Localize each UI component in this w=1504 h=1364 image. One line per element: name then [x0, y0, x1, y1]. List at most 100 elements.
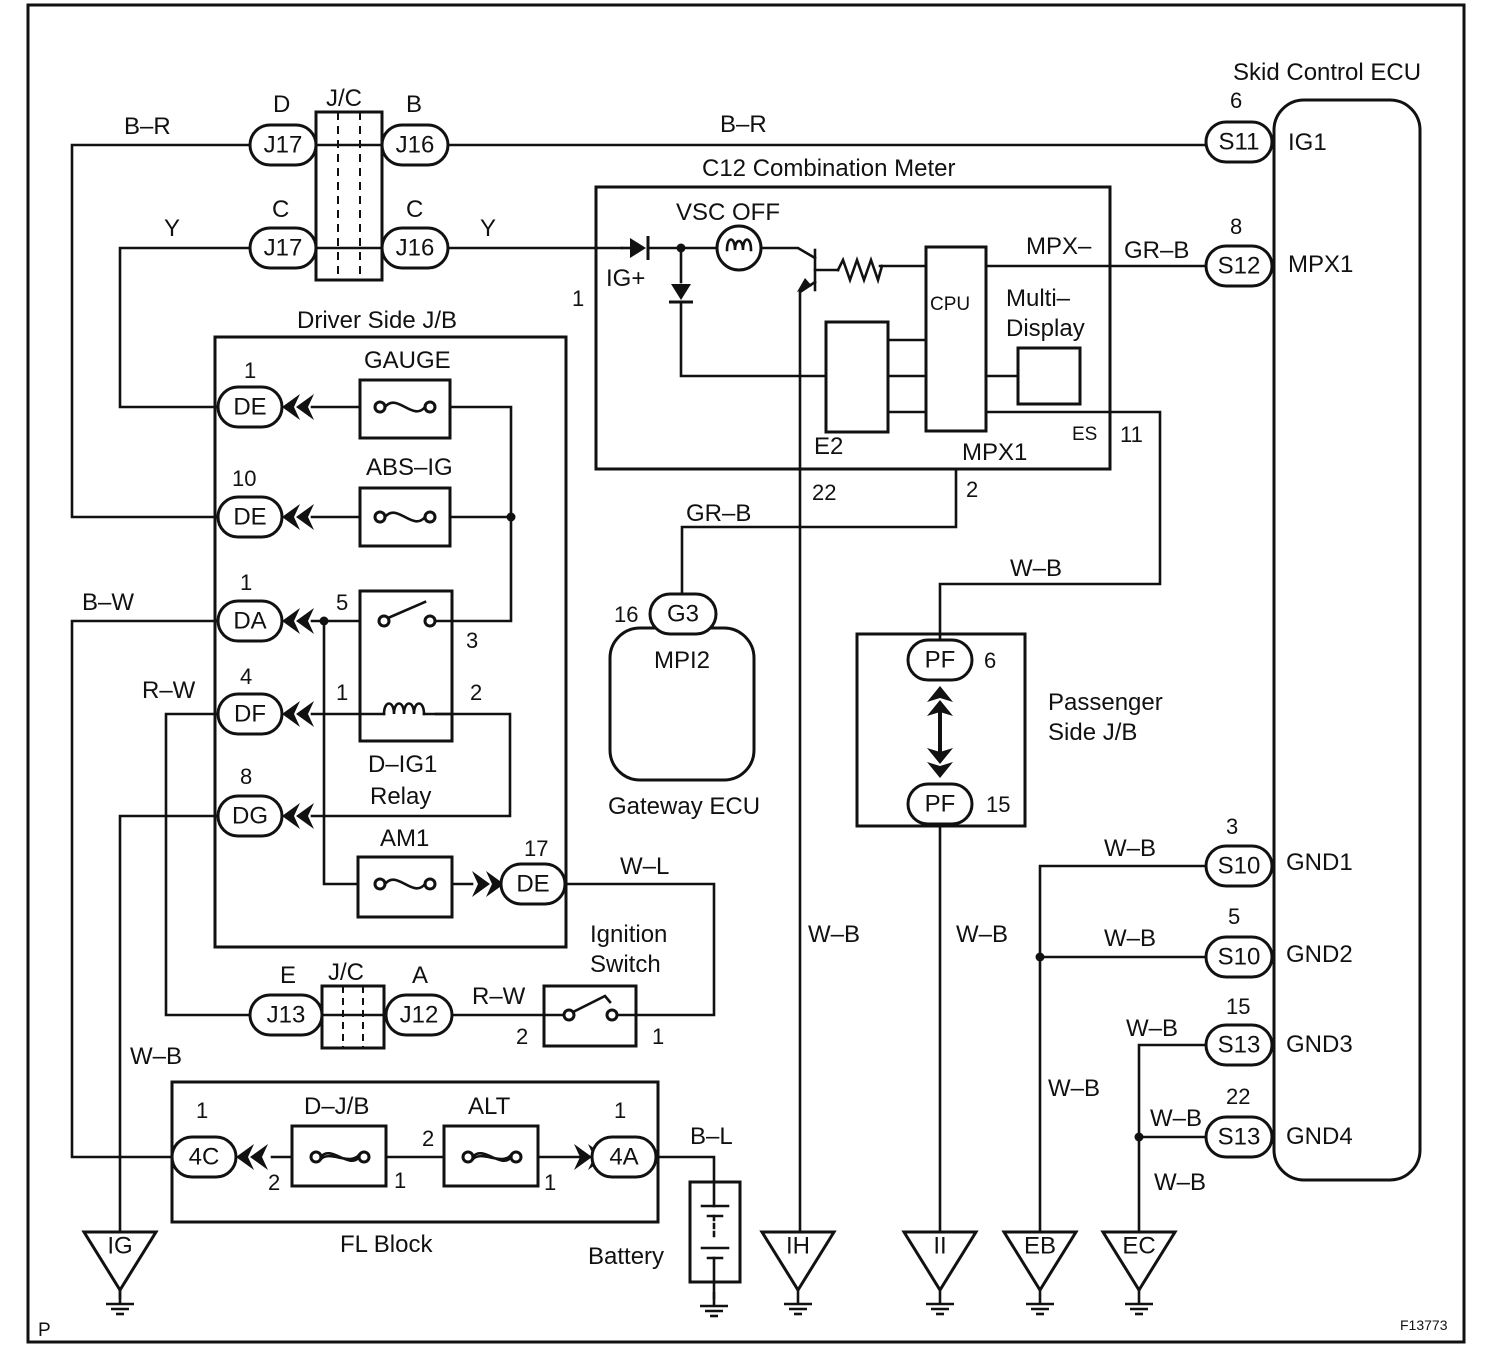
svg-text:15: 15 — [986, 792, 1010, 817]
connector-j16-c: J16 — [380, 226, 450, 270]
connector-s12: S12 — [1204, 244, 1274, 288]
svg-text:1: 1 — [572, 286, 584, 311]
svg-text:CPU: CPU — [930, 294, 970, 315]
svg-text:6: 6 — [1230, 88, 1242, 113]
svg-text:E: E — [280, 962, 296, 989]
svg-text:DE: DE — [233, 504, 266, 531]
svg-text:Battery: Battery — [588, 1243, 664, 1270]
dig1-relay — [358, 589, 454, 743]
svg-text:J16: J16 — [396, 235, 435, 262]
battery-ground-icon — [698, 1290, 730, 1318]
svg-text:DA: DA — [233, 608, 266, 635]
svg-text:Display: Display — [1006, 315, 1085, 342]
pin-numbers: 6 8 3 5 15 22 1 10 1 4 8 17 5 3 1 2 16 6… — [196, 88, 1250, 1195]
svg-text:2: 2 — [268, 1170, 280, 1195]
svg-text:S10: S10 — [1218, 853, 1261, 880]
svg-text:B: B — [406, 91, 422, 118]
svg-text:D–IG1: D–IG1 — [368, 751, 437, 778]
svg-text:S11: S11 — [1219, 129, 1260, 156]
svg-text:2: 2 — [422, 1126, 434, 1151]
svg-text:J16: J16 — [396, 132, 435, 159]
vsc-off-lamp-icon — [715, 224, 763, 272]
connector-j13: J13 — [248, 993, 324, 1037]
ground-ig: IG — [81, 1230, 159, 1316]
corner-label: P — [38, 1320, 51, 1341]
svg-text:J/C: J/C — [326, 85, 362, 112]
vertical-diode — [669, 284, 693, 304]
svg-text:Relay: Relay — [370, 783, 431, 810]
gauge-fuse — [358, 378, 452, 440]
svg-text:8: 8 — [1230, 214, 1242, 239]
connector-j16-b: J16 — [380, 123, 450, 167]
svg-text:B–R: B–R — [720, 111, 767, 138]
svg-text:W–B: W–B — [1010, 555, 1062, 582]
connector-s13-gnd4: S13 — [1204, 1115, 1274, 1159]
svg-text:S12: S12 — [1218, 253, 1261, 280]
svg-text:J17: J17 — [264, 235, 303, 262]
svg-text:1: 1 — [614, 1098, 626, 1123]
connector-4c: 4C — [170, 1135, 238, 1179]
am1-fuse — [356, 855, 454, 919]
junction-dots — [319, 243, 1144, 1142]
svg-text:R–W: R–W — [142, 677, 196, 704]
connector-pf-15: PF — [906, 782, 974, 826]
alt-fusible-link — [442, 1124, 540, 1188]
svg-text:8: 8 — [240, 764, 252, 789]
svg-text:GND2: GND2 — [1286, 941, 1353, 968]
svg-text:GND1: GND1 — [1286, 849, 1353, 876]
svg-text:4: 4 — [240, 664, 252, 689]
ground-ih: IH — [759, 1230, 837, 1316]
svg-text:W–B: W–B — [1154, 1169, 1206, 1196]
svg-text:W–B: W–B — [808, 921, 860, 948]
connector-pf-6: PF — [906, 638, 974, 682]
block-labels: J/C J/C C12 Combination Meter Driver Sid… — [297, 59, 1421, 1270]
svg-text:Multi–: Multi– — [1006, 285, 1071, 312]
svg-text:GR–B: GR–B — [686, 500, 751, 527]
svg-text:E2: E2 — [814, 433, 843, 460]
cpu-box — [924, 245, 988, 433]
svg-text:W–B: W–B — [1150, 1105, 1202, 1132]
svg-text:ALT: ALT — [468, 1093, 511, 1120]
svg-text:II: II — [933, 1233, 946, 1260]
e2-box — [824, 320, 890, 434]
skid-ecu-box — [1272, 98, 1422, 1182]
svg-text:PF: PF — [925, 647, 956, 674]
svg-text:J13: J13 — [267, 1002, 306, 1029]
svg-text:W–B: W–B — [956, 921, 1008, 948]
svg-text:W–L: W–L — [620, 853, 669, 880]
connector-j17-c: J17 — [248, 226, 318, 270]
ground-eb: EB — [1001, 1230, 1079, 1316]
svg-text:FL Block: FL Block — [340, 1231, 433, 1258]
svg-text:3: 3 — [466, 628, 478, 653]
connector-df-4: DF — [216, 692, 284, 736]
connector-j17-d: J17 — [248, 123, 318, 167]
svg-text:D–J/B: D–J/B — [304, 1093, 369, 1120]
svg-text:GND4: GND4 — [1286, 1123, 1353, 1150]
svg-text:DE: DE — [233, 394, 266, 421]
svg-text:W–B: W–B — [1048, 1075, 1100, 1102]
svg-text:Ignition: Ignition — [590, 921, 667, 948]
svg-text:IG: IG — [107, 1233, 132, 1260]
svg-text:G3: G3 — [667, 601, 699, 628]
svg-text:W–B: W–B — [1104, 925, 1156, 952]
svg-text:J/C: J/C — [328, 959, 364, 986]
svg-text:10: 10 — [232, 466, 256, 491]
svg-text:J12: J12 — [400, 1002, 439, 1029]
svg-text:Skid Control ECU: Skid Control ECU — [1233, 59, 1421, 86]
svg-text:EC: EC — [1122, 1233, 1155, 1260]
jc-top-block — [314, 110, 384, 282]
connector-j12: J12 — [384, 993, 454, 1037]
svg-text:4A: 4A — [609, 1144, 638, 1171]
svg-text:GND3: GND3 — [1286, 1031, 1353, 1058]
svg-text:IH: IH — [786, 1233, 810, 1260]
svg-text:Driver Side J/B: Driver Side J/B — [297, 307, 457, 334]
svg-text:C12 Combination Meter: C12 Combination Meter — [702, 155, 955, 182]
svg-text:16: 16 — [614, 602, 638, 627]
connector-s11: S11 — [1204, 120, 1274, 164]
svg-text:DF: DF — [234, 701, 266, 728]
connector-g3: G3 — [648, 592, 718, 636]
connector-s10-gnd2: S10 — [1204, 935, 1274, 979]
connector-de-10: DE — [216, 495, 284, 539]
ignition-switch — [542, 984, 638, 1048]
passenger-jb-box — [855, 632, 1027, 828]
